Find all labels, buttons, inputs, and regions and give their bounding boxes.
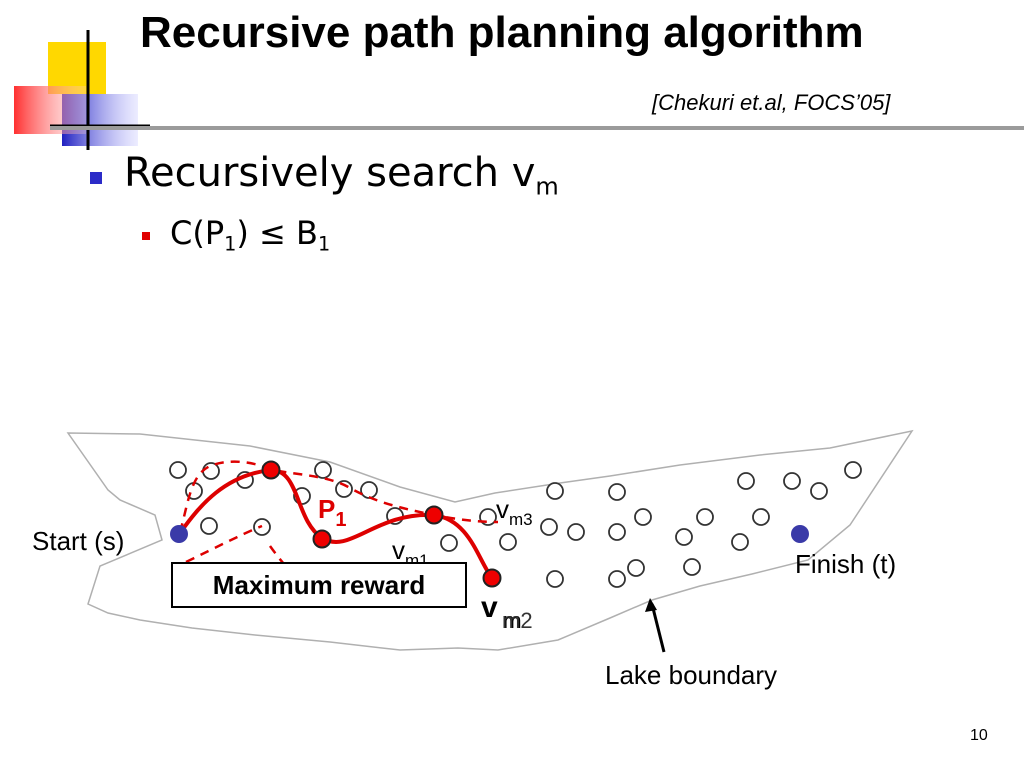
- path-p1-label: P1: [318, 494, 346, 531]
- start-node: [170, 525, 188, 543]
- node: [200, 517, 218, 535]
- node: [675, 528, 693, 546]
- lake-boundary-arrow: [650, 603, 666, 653]
- node: [360, 481, 378, 499]
- cost-prefix: C(P: [170, 214, 225, 252]
- node: [314, 461, 332, 479]
- node: [169, 461, 187, 479]
- vm-base: v: [481, 591, 498, 624]
- lake-boundary-outline: [66, 429, 914, 651]
- slide-title: Recursive path planning algorithm: [140, 8, 864, 57]
- node: [567, 523, 585, 541]
- sub-bullet-marker: [142, 232, 150, 240]
- bullet-text: Recursively search v: [124, 150, 536, 196]
- bullet-recursively-search: Recursively search vm: [124, 150, 559, 198]
- node: [634, 508, 652, 526]
- budget-subscript: 1: [317, 232, 331, 256]
- finish-label: Finish (t): [795, 549, 896, 579]
- node: [608, 483, 626, 501]
- node: [608, 570, 626, 588]
- node: [683, 558, 701, 576]
- vm3-sub: m3: [509, 510, 533, 529]
- vm-sub-overlap-a: m: [502, 608, 522, 633]
- vm1-base: v: [392, 535, 405, 565]
- vm3-base: v: [496, 494, 509, 524]
- node: [783, 472, 801, 490]
- path-node: [312, 529, 332, 549]
- node: [810, 482, 828, 500]
- vm-label: v: [481, 591, 498, 624]
- cost-middle: ) ≤ B: [236, 214, 318, 252]
- node: [546, 570, 564, 588]
- vm3-label: vm3: [496, 494, 533, 529]
- path-p1-sub: 1: [335, 509, 346, 531]
- node: [844, 461, 862, 479]
- node: [540, 518, 558, 536]
- bullet-subscript: m: [535, 172, 559, 201]
- node: [202, 462, 220, 480]
- path-node: [261, 460, 281, 480]
- path-nodes: [261, 460, 502, 588]
- node: [440, 534, 458, 552]
- node: [335, 480, 353, 498]
- bullet-marker: [90, 172, 102, 184]
- node: [499, 533, 517, 551]
- dashed-lower-path-a: [185, 524, 263, 564]
- path-node: [482, 568, 502, 588]
- lake-boundary-label: Lake boundary: [605, 660, 777, 690]
- vm-sub-overlap-b: m2: [502, 608, 533, 633]
- path-node: [424, 505, 444, 525]
- start-label: Start (s): [32, 526, 124, 556]
- node: [608, 523, 626, 541]
- node: [627, 559, 645, 577]
- citation: [Chekuri et.al, FOCS’05]: [652, 90, 891, 115]
- page-number: 10: [970, 727, 988, 744]
- arrow-head: [645, 598, 657, 612]
- sub-bullet-cost-constraint: C(P1) ≤ B1: [170, 214, 330, 254]
- cost-subscript: 1: [224, 232, 237, 256]
- title-divider: [50, 126, 1024, 130]
- node: [737, 472, 755, 490]
- finish-node: [791, 525, 809, 543]
- node: [731, 533, 749, 551]
- node: [752, 508, 770, 526]
- maximum-reward-box: Maximum reward: [171, 562, 467, 608]
- node: [546, 482, 564, 500]
- node: [696, 508, 714, 526]
- maximum-reward-label: Maximum reward: [212, 569, 426, 600]
- path-p1-letter: P: [318, 494, 335, 524]
